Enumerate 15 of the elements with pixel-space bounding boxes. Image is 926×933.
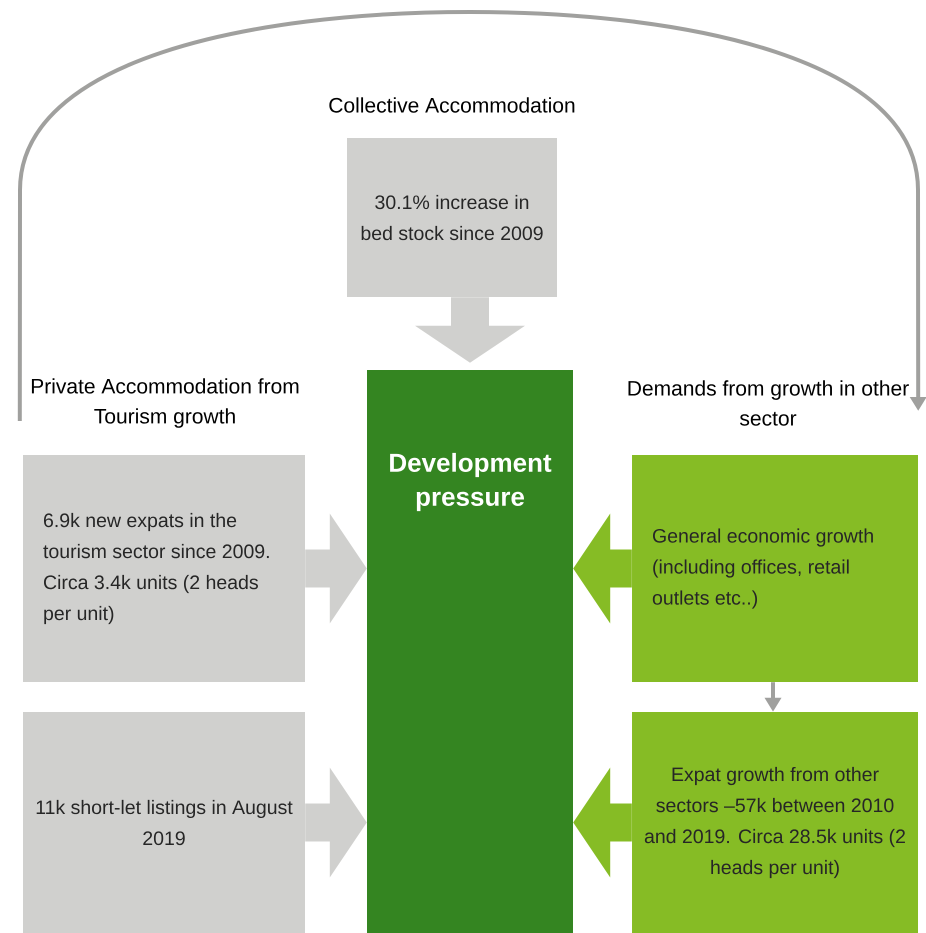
arrow bbox=[305, 514, 367, 624]
pressure-column: Development pressure bbox=[367, 370, 573, 933]
arrow bbox=[415, 297, 525, 363]
arrow bbox=[18, 10, 926, 421]
arrow bbox=[573, 768, 632, 878]
arrow bbox=[305, 768, 367, 878]
info-box: Expat growth from other sectors –57k between 2010 and 2019. Circa 28.5k units (2 heads per unit) bbox=[632, 712, 918, 933]
info-box: 11k short-let listings in August 2019 bbox=[23, 712, 305, 933]
info-box: Collective Accommodation 30.1% increase in bed stock since 2009 bbox=[329, 97, 574, 297]
section-heading: Demands from growth in other sector bbox=[628, 380, 909, 426]
info-box: 6.9k new expats in the tourism sector since 2009. Circa 3.4k units (2 heads per unit) bbox=[23, 455, 305, 682]
node-label: Collective Accommodation bbox=[329, 97, 574, 113]
info-box: General economic growth (including offices, retail outlets etc..) bbox=[632, 455, 918, 682]
arrow bbox=[573, 514, 632, 624]
section-heading: Private Accommodation from Tourism growth bbox=[32, 378, 298, 428]
